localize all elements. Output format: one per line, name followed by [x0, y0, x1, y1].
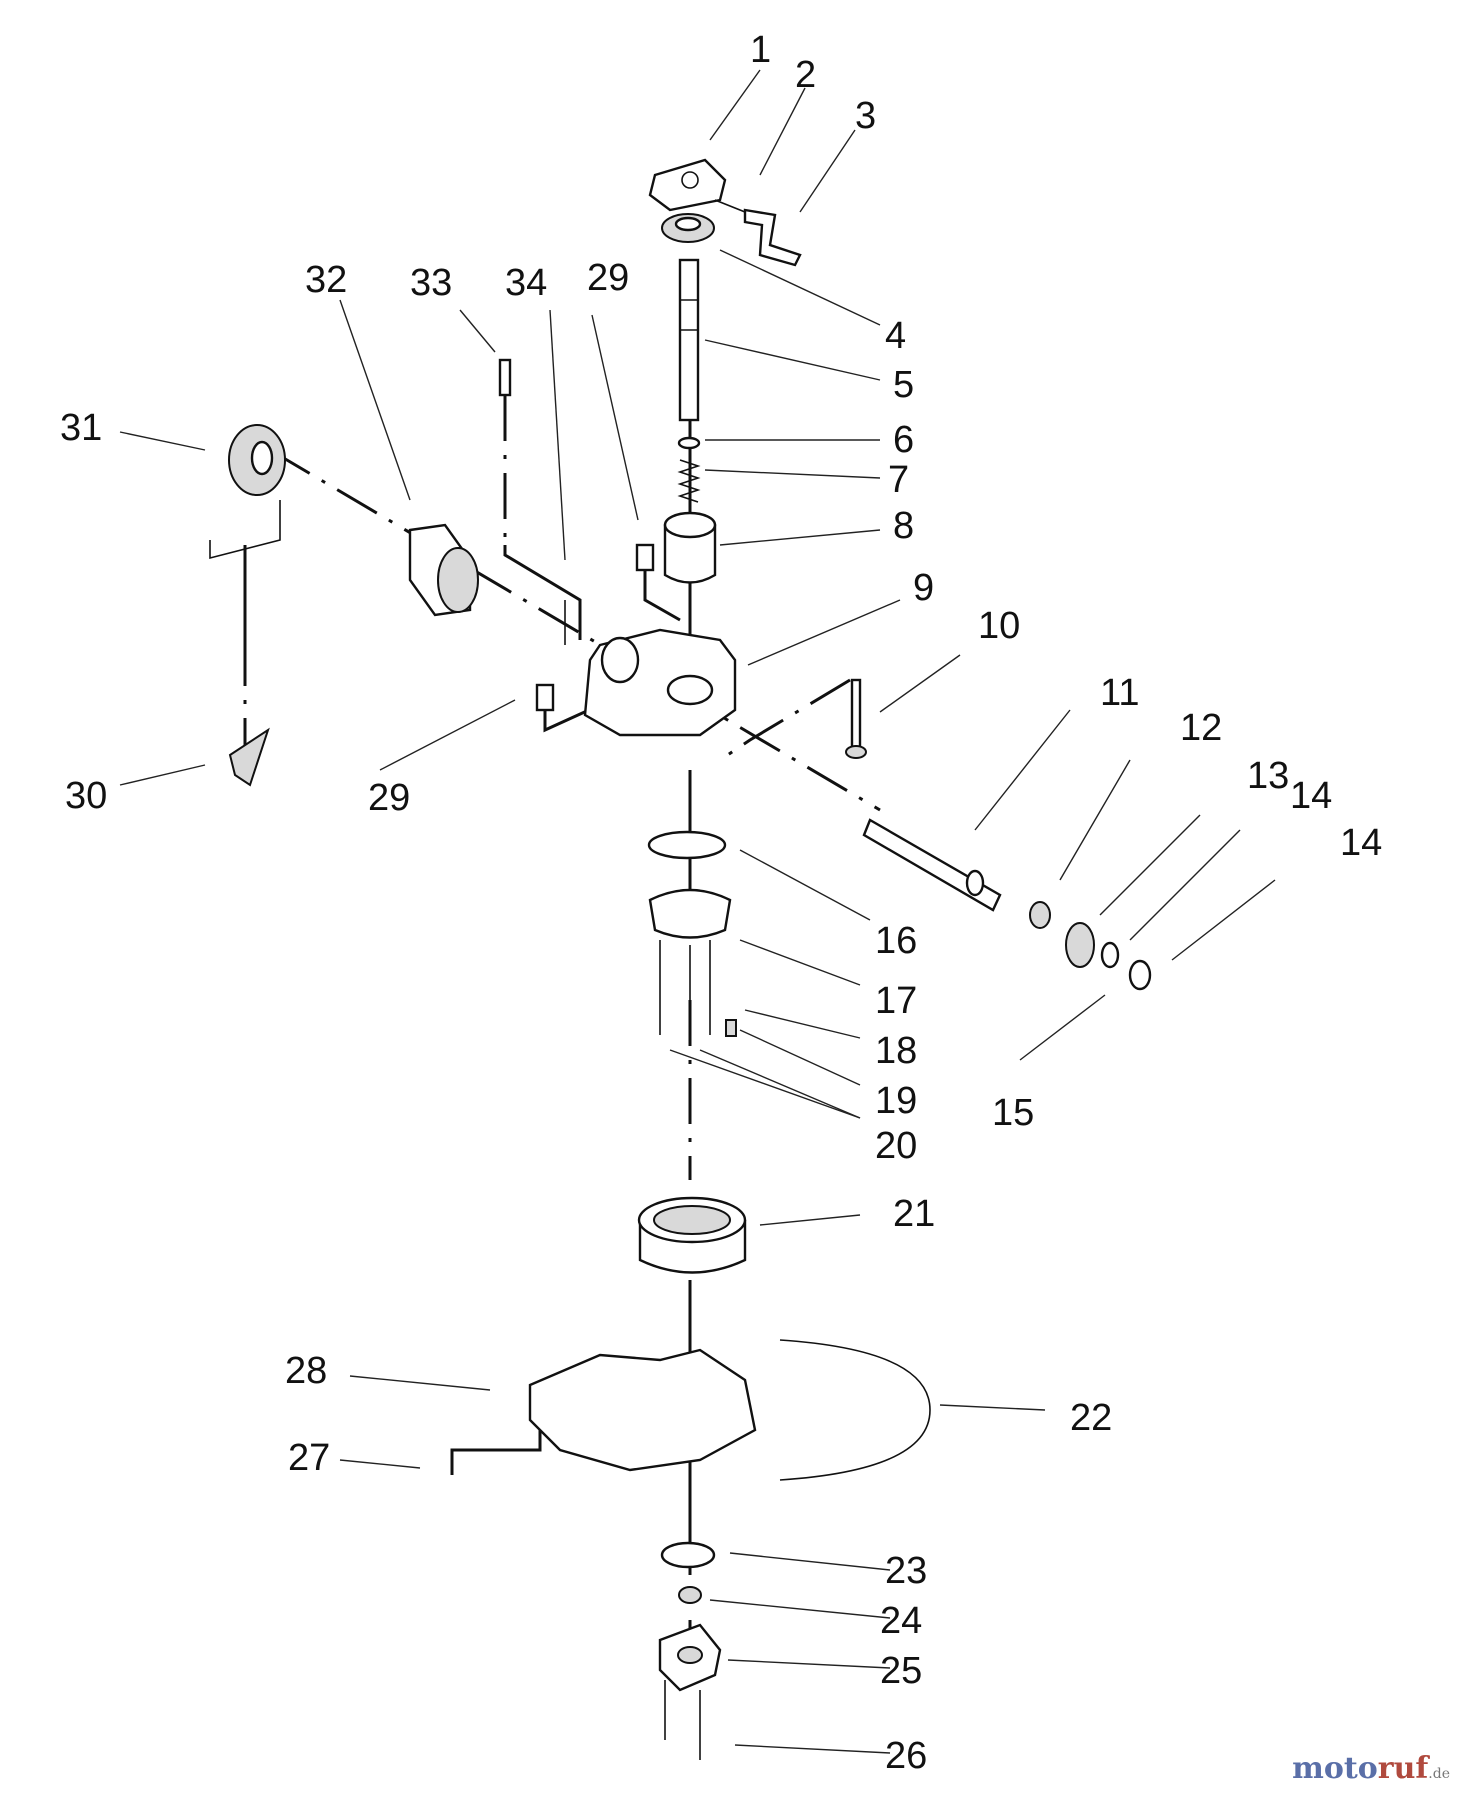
callout-27: 27 — [288, 1437, 330, 1479]
callout-14a: 14 — [1290, 775, 1332, 817]
part-valve-33 — [498, 358, 512, 397]
callout-13: 13 — [1247, 755, 1289, 797]
callout-26: 26 — [885, 1735, 927, 1777]
part-cap-17 — [648, 888, 732, 939]
callout-12: 12 — [1180, 707, 1222, 749]
callout-21: 21 — [893, 1193, 935, 1235]
callout-18: 18 — [875, 1030, 917, 1072]
callout-2: 2 — [795, 54, 816, 96]
callout-7: 7 — [888, 459, 909, 501]
callout-15: 15 — [992, 1092, 1034, 1134]
callout-23: 23 — [885, 1550, 927, 1592]
part-o-ring-16 — [647, 830, 727, 860]
callout-17: 17 — [875, 980, 917, 1022]
watermark-logo: motoruf.de — [1292, 1751, 1450, 1786]
part-cap-30 — [228, 727, 270, 787]
callout-24: 24 — [880, 1600, 922, 1642]
callout-10: 10 — [978, 605, 1020, 647]
callout-30: 30 — [65, 775, 107, 817]
callout-29b: 29 — [368, 777, 410, 819]
part-output-shaft — [862, 818, 1002, 912]
watermark-part-3: .de — [1428, 1766, 1450, 1782]
callout-28: 28 — [285, 1350, 327, 1392]
callout-11: 11 — [1100, 672, 1139, 714]
part-plate-28 — [528, 1348, 757, 1472]
callout-6: 6 — [893, 419, 914, 461]
callout-16: 16 — [875, 920, 917, 962]
callout-20: 20 — [875, 1125, 917, 1167]
leader-lines — [119, 69, 1276, 1754]
callout-4: 4 — [885, 315, 906, 357]
watermark-part-1: moto — [1292, 1751, 1378, 1786]
part-control-arm — [743, 208, 802, 267]
part-gear — [1065, 922, 1095, 968]
parts-group — [228, 158, 1152, 1760]
callout-34: 34 — [505, 262, 547, 304]
part-pin-29-lower — [535, 683, 555, 712]
watermark-part-2: ruf — [1377, 1751, 1429, 1786]
callout-8: 8 — [893, 505, 914, 547]
callout-14b: 14 — [1340, 822, 1382, 864]
callout-29a: 29 — [587, 257, 629, 299]
part-washer-24 — [678, 1586, 702, 1604]
callout-22: 22 — [1070, 1397, 1112, 1439]
callout-33: 33 — [410, 262, 452, 304]
callout-9: 9 — [913, 567, 934, 609]
part-ring-14b — [1128, 959, 1152, 991]
callout-19: 19 — [875, 1080, 917, 1122]
callout-5: 5 — [893, 364, 914, 406]
callout-25: 25 — [880, 1650, 922, 1692]
callout-3: 3 — [855, 95, 876, 137]
part-washer — [677, 436, 701, 450]
callout-32: 32 — [305, 259, 347, 301]
part-o-ring-23 — [660, 1541, 716, 1569]
callout-1: 1 — [750, 29, 771, 71]
part-plug-18 — [725, 1019, 737, 1037]
part-control-block — [648, 158, 727, 212]
part-pin-29-upper — [635, 543, 655, 572]
callout-labels: 1 2 3 4 5 6 7 8 9 10 11 12 13 14 14 15 1… — [60, 29, 1382, 1777]
callout-31: 31 — [60, 407, 102, 449]
part-ring-14a — [1100, 941, 1120, 969]
part-spring — [677, 459, 701, 503]
part-arc-22 — [779, 1339, 931, 1481]
part-input-shaft — [678, 258, 700, 422]
part-bolt-10 — [850, 678, 862, 752]
part-washer-12 — [1029, 901, 1051, 929]
